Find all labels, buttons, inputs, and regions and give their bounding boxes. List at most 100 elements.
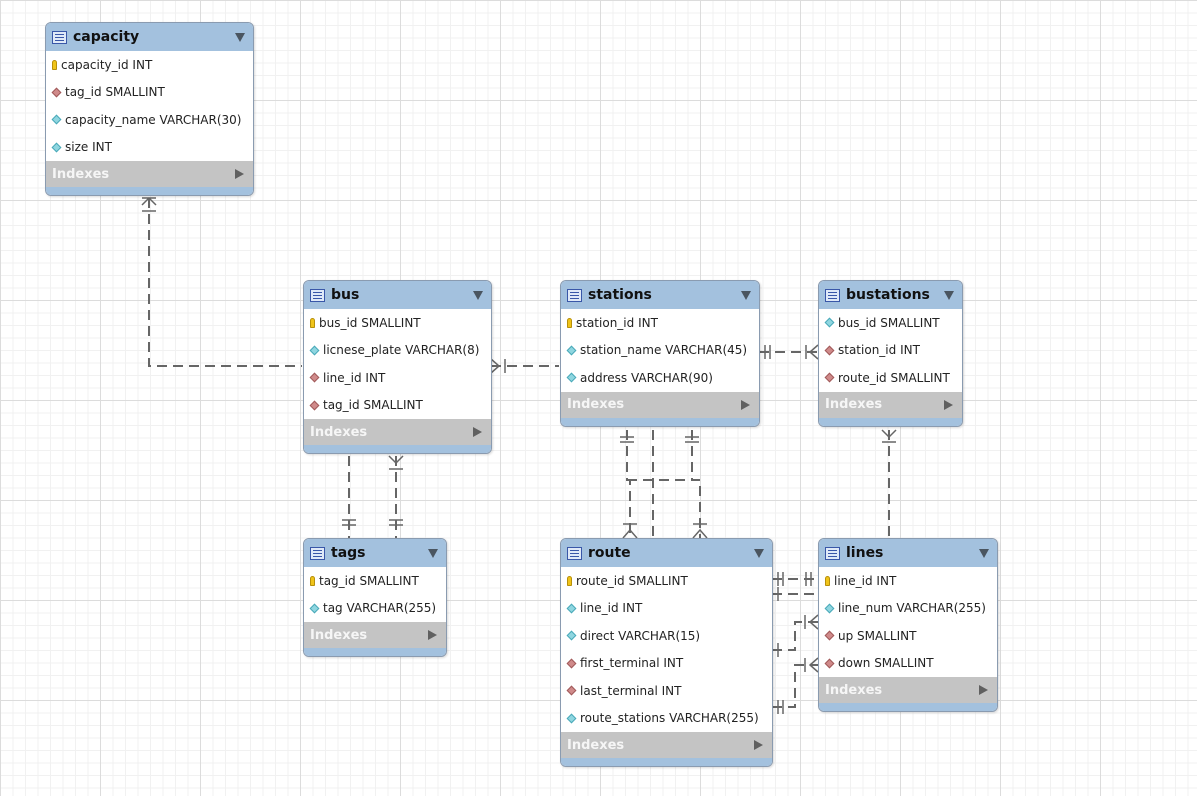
- column-row[interactable]: station_name VARCHAR(45): [561, 337, 759, 365]
- column-row[interactable]: up SMALLINT: [819, 622, 997, 650]
- table-header[interactable]: bus: [304, 281, 491, 309]
- attribute-icon: [51, 114, 62, 125]
- column-label: station_id INT: [576, 315, 658, 330]
- column-row[interactable]: licnese_plate VARCHAR(8): [304, 337, 491, 365]
- column-label: line_id INT: [834, 573, 897, 588]
- column-row[interactable]: line_id INT: [819, 567, 997, 595]
- table-tags[interactable]: tags tag_id SMALLINT tag VARCHAR(255) In…: [303, 538, 447, 657]
- indexes-section[interactable]: Indexes: [561, 732, 772, 758]
- table-route[interactable]: route route_id SMALLINT line_id INT dire…: [560, 538, 773, 767]
- column-label: down SMALLINT: [838, 656, 934, 671]
- expand-arrow-icon[interactable]: [473, 427, 482, 437]
- foreign-key-icon: [309, 400, 320, 411]
- table-icon: [310, 546, 325, 560]
- expand-arrow-icon[interactable]: [944, 399, 953, 410]
- attribute-icon: [309, 345, 320, 356]
- expand-arrow-icon[interactable]: [979, 685, 988, 695]
- attribute-icon: [51, 142, 62, 153]
- indexes-section[interactable]: Indexes: [304, 622, 446, 648]
- column-label: capacity_name VARCHAR(30): [65, 112, 242, 127]
- collapse-arrow-icon[interactable]: [235, 33, 245, 42]
- column-label: first_terminal INT: [580, 656, 684, 671]
- column-row[interactable]: line_id INT: [304, 364, 491, 392]
- table-bus[interactable]: bus bus_id SMALLINT licnese_plate VARCHA…: [303, 280, 492, 454]
- column-row[interactable]: tag_id SMALLINT: [46, 79, 253, 107]
- collapse-arrow-icon[interactable]: [944, 291, 954, 300]
- column-row[interactable]: bus_id SMALLINT: [819, 309, 962, 337]
- expand-arrow-icon[interactable]: [235, 169, 244, 179]
- indexes-section[interactable]: Indexes: [561, 391, 759, 418]
- column-label: route_stations VARCHAR(255): [580, 711, 759, 726]
- table-footer: [561, 417, 759, 426]
- table-header[interactable]: lines: [819, 539, 997, 567]
- column-row[interactable]: first_terminal INT: [561, 650, 772, 678]
- table-name: lines: [846, 545, 884, 561]
- indexes-label: Indexes: [825, 682, 883, 698]
- indexes-section[interactable]: Indexes: [819, 391, 962, 418]
- column-row[interactable]: line_num VARCHAR(255): [819, 595, 997, 623]
- table-header[interactable]: bustations: [819, 281, 962, 309]
- relationship-bustations-stations[interactable]: [759, 344, 819, 360]
- relationship-route-lines[interactable]: [772, 572, 819, 714]
- table-icon: [825, 546, 840, 560]
- expand-arrow-icon[interactable]: [754, 740, 763, 750]
- table-header[interactable]: capacity: [46, 23, 253, 51]
- foreign-key-icon: [824, 658, 835, 669]
- relationship-bustations-lines[interactable]: [881, 429, 897, 538]
- relationship-bus-tags[interactable]: [342, 455, 404, 538]
- column-row[interactable]: capacity_id INT: [46, 51, 253, 79]
- column-label: direct VARCHAR(15): [580, 628, 701, 643]
- column-row[interactable]: bus_id SMALLINT: [304, 309, 491, 337]
- collapse-arrow-icon[interactable]: [979, 549, 989, 558]
- relationship-bus-capacity[interactable]: [141, 196, 302, 367]
- collapse-arrow-icon[interactable]: [754, 549, 764, 558]
- primary-key-icon: [567, 317, 572, 328]
- foreign-key-icon: [51, 87, 62, 98]
- column-label: line_num VARCHAR(255): [838, 601, 986, 616]
- column-row[interactable]: down SMALLINT: [819, 650, 997, 678]
- table-bustations[interactable]: bustations bus_id SMALLINT station_id IN…: [818, 280, 963, 427]
- table-header[interactable]: tags: [304, 539, 446, 567]
- table-icon: [567, 546, 582, 560]
- indexes-section[interactable]: Indexes: [819, 677, 997, 703]
- column-row[interactable]: route_stations VARCHAR(255): [561, 705, 772, 733]
- relationship-bus-stations[interactable]: [490, 358, 559, 374]
- table-footer: [304, 445, 491, 453]
- expand-arrow-icon[interactable]: [741, 399, 750, 410]
- table-footer: [304, 648, 446, 656]
- column-label: tag_id SMALLINT: [319, 573, 419, 588]
- collapse-arrow-icon[interactable]: [473, 291, 483, 300]
- column-row[interactable]: route_id SMALLINT: [819, 364, 962, 392]
- table-lines[interactable]: lines line_id INT line_num VARCHAR(255) …: [818, 538, 998, 712]
- column-row[interactable]: station_id INT: [561, 309, 759, 337]
- column-row[interactable]: tag_id SMALLINT: [304, 392, 491, 420]
- column-row[interactable]: address VARCHAR(90): [561, 364, 759, 392]
- column-label: route_id SMALLINT: [576, 573, 688, 588]
- column-row[interactable]: tag VARCHAR(255): [304, 595, 446, 623]
- column-row[interactable]: station_id INT: [819, 337, 962, 365]
- expand-arrow-icon[interactable]: [428, 630, 437, 640]
- attribute-icon: [566, 713, 577, 724]
- column-row[interactable]: route_id SMALLINT: [561, 567, 772, 595]
- relationship-route-stations[interactable]: [620, 430, 708, 539]
- table-capacity[interactable]: capacity capacity_id INT tag_id SMALLINT…: [45, 22, 254, 196]
- column-row[interactable]: size INT: [46, 134, 253, 162]
- indexes-label: Indexes: [567, 397, 625, 412]
- column-row[interactable]: capacity_name VARCHAR(30): [46, 106, 253, 134]
- table-stations[interactable]: stations station_id INT station_name VAR…: [560, 280, 760, 427]
- indexes-section[interactable]: Indexes: [304, 419, 491, 445]
- table-name: tags: [331, 545, 366, 561]
- collapse-arrow-icon[interactable]: [741, 291, 751, 300]
- column-label: line_id INT: [323, 370, 386, 385]
- table-header[interactable]: route: [561, 539, 772, 567]
- column-row[interactable]: tag_id SMALLINT: [304, 567, 446, 595]
- indexes-section[interactable]: Indexes: [46, 161, 253, 187]
- table-footer: [46, 187, 253, 195]
- column-row[interactable]: direct VARCHAR(15): [561, 622, 772, 650]
- column-row[interactable]: last_terminal INT: [561, 677, 772, 705]
- attribute-icon: [566, 603, 577, 614]
- column-row[interactable]: line_id INT: [561, 595, 772, 623]
- collapse-arrow-icon[interactable]: [428, 549, 438, 558]
- table-header[interactable]: stations: [561, 281, 759, 309]
- attribute-icon: [824, 603, 835, 614]
